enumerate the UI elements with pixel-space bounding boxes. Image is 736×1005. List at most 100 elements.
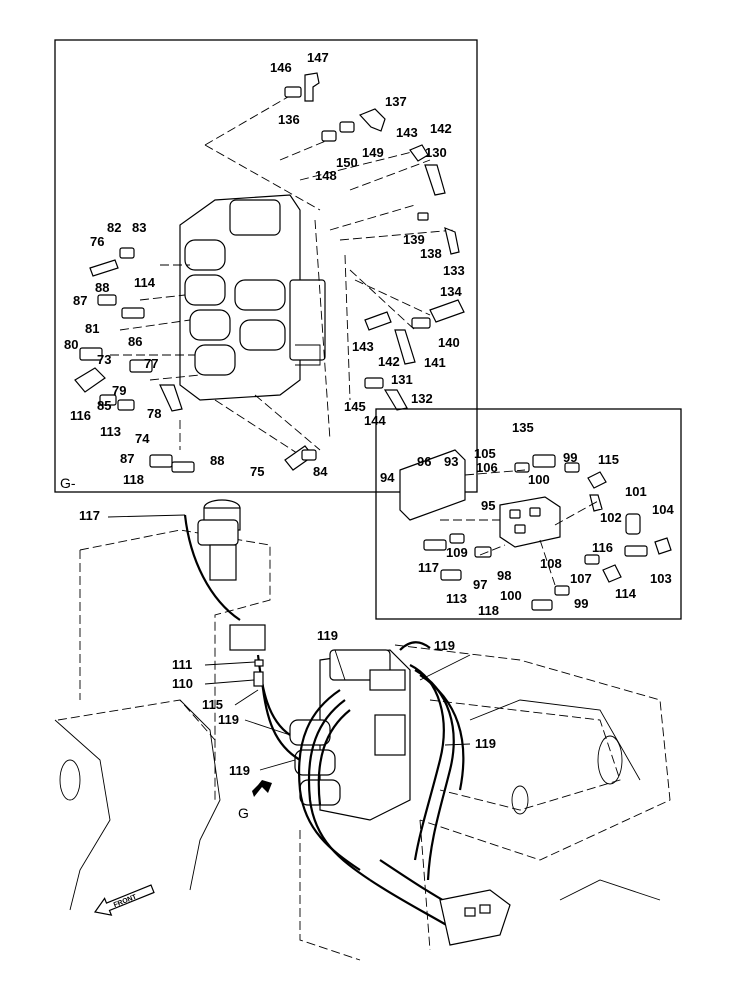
callout-147: 147: [307, 50, 329, 65]
callout-116: 116: [70, 408, 91, 423]
callout-149: 149: [362, 145, 384, 160]
callout-77: 77: [144, 356, 158, 371]
callout-136: 136: [278, 112, 300, 127]
callout-114b: 114: [615, 586, 637, 601]
callout-134: 134: [440, 284, 462, 299]
callout-100b: 100: [500, 588, 522, 603]
callout-143: 143: [396, 125, 418, 140]
front-arrow: FRONT: [93, 884, 155, 916]
callout-95: 95: [481, 498, 495, 513]
callout-88b: 88: [210, 453, 224, 468]
callout-113b: 113: [446, 591, 467, 606]
view-g-arrow: G: [238, 780, 272, 821]
callout-131: 131: [391, 372, 413, 387]
callout-119a: 119: [317, 628, 338, 643]
callout-148: 148: [315, 168, 337, 183]
callout-88: 88: [95, 280, 109, 295]
callout-87b: 87: [120, 451, 134, 466]
callout-142b: 142: [378, 354, 400, 369]
callout-114: 114: [134, 275, 156, 290]
callout-81: 81: [85, 321, 99, 336]
callout-99: 99: [563, 450, 577, 465]
callout-87: 87: [73, 293, 87, 308]
callout-98: 98: [497, 568, 511, 583]
callout-100: 100: [528, 472, 550, 487]
callout-109: 109: [446, 545, 468, 560]
callout-84: 84: [313, 464, 328, 479]
callout-101: 101: [625, 484, 647, 499]
callout-85: 85: [97, 398, 111, 413]
callout-73: 73: [97, 352, 111, 367]
callout-82: 82: [107, 220, 121, 235]
lower-callouts: 117 119 119 111 110 115 119 119 119: [79, 508, 496, 778]
callout-110: 110: [172, 676, 193, 691]
callout-137: 137: [385, 94, 407, 109]
main-inset-leaders: [110, 89, 456, 456]
callout-111: 111: [172, 657, 192, 672]
callout-76: 76: [90, 234, 104, 249]
callout-118b: 118: [478, 603, 499, 618]
callout-139: 139: [403, 232, 425, 247]
pilot-filter-assembly: [197, 499, 266, 651]
callout-94: 94: [380, 470, 395, 485]
callout-115: 115: [598, 452, 619, 467]
callout-107: 107: [570, 571, 592, 586]
callout-142: 142: [430, 121, 452, 136]
callout-93: 93: [444, 454, 458, 469]
callout-138: 138: [420, 246, 442, 261]
callout-103: 103: [650, 571, 672, 586]
main-inset-fittings: [74, 72, 465, 473]
callout-113: 113: [100, 424, 121, 439]
callout-104: 104: [652, 502, 674, 517]
callout-75: 75: [250, 464, 264, 479]
small-inset-leaders: [440, 469, 601, 586]
callout-135: 135: [512, 420, 534, 435]
callout-78: 78: [147, 406, 161, 421]
callout-117: 117: [79, 508, 100, 523]
callout-133: 133: [443, 263, 465, 278]
callout-74: 74: [135, 431, 150, 446]
callout-145: 145: [344, 399, 366, 414]
callout-97: 97: [473, 577, 487, 592]
view-g-label: G: [238, 805, 249, 821]
callout-102: 102: [600, 510, 622, 525]
callout-119b: 119: [434, 638, 455, 653]
callout-144: 144: [364, 413, 386, 428]
callout-108: 108: [540, 556, 562, 571]
callout-140: 140: [438, 335, 460, 350]
callout-143b: 143: [352, 339, 374, 354]
main-inset-frame: [54, 39, 478, 493]
callout-80: 80: [64, 337, 78, 352]
callout-79: 79: [112, 383, 126, 398]
callout-132: 132: [411, 391, 433, 406]
lower-leaders: [107, 514, 471, 771]
callout-119e: 119: [229, 763, 250, 778]
pilot-hoses: [183, 514, 471, 931]
main-inset-label: G-: [60, 475, 76, 491]
callout-99b: 99: [574, 596, 588, 611]
small-inset-frame: [375, 408, 682, 620]
callout-105: 105: [474, 446, 496, 461]
machine-frame: [54, 529, 671, 961]
callout-116b: 116: [592, 540, 613, 555]
callout-86: 86: [128, 334, 142, 349]
small-inset-callouts: 135 105 99 115 96 93 106 100 94 101 95 1…: [380, 420, 674, 618]
callout-117b: 117: [418, 560, 439, 575]
callout-150: 150: [336, 155, 358, 170]
lower-fittings: [253, 659, 511, 946]
callout-141: 141: [424, 355, 446, 370]
callout-130: 130: [425, 145, 447, 160]
valve-block: [399, 449, 561, 548]
callout-106: 106: [476, 460, 498, 475]
callout-96: 96: [417, 454, 431, 469]
callout-119c: 119: [218, 712, 239, 727]
callout-83: 83: [132, 220, 146, 235]
small-inset-fittings: [423, 454, 672, 611]
callout-119d: 119: [475, 736, 496, 751]
control-valve-body: [179, 194, 326, 401]
main-control-valve: [289, 649, 411, 821]
main-inset-callouts: 146 147 136 137 143 142 149 150 130 148 …: [64, 50, 465, 487]
callout-146: 146: [270, 60, 292, 75]
